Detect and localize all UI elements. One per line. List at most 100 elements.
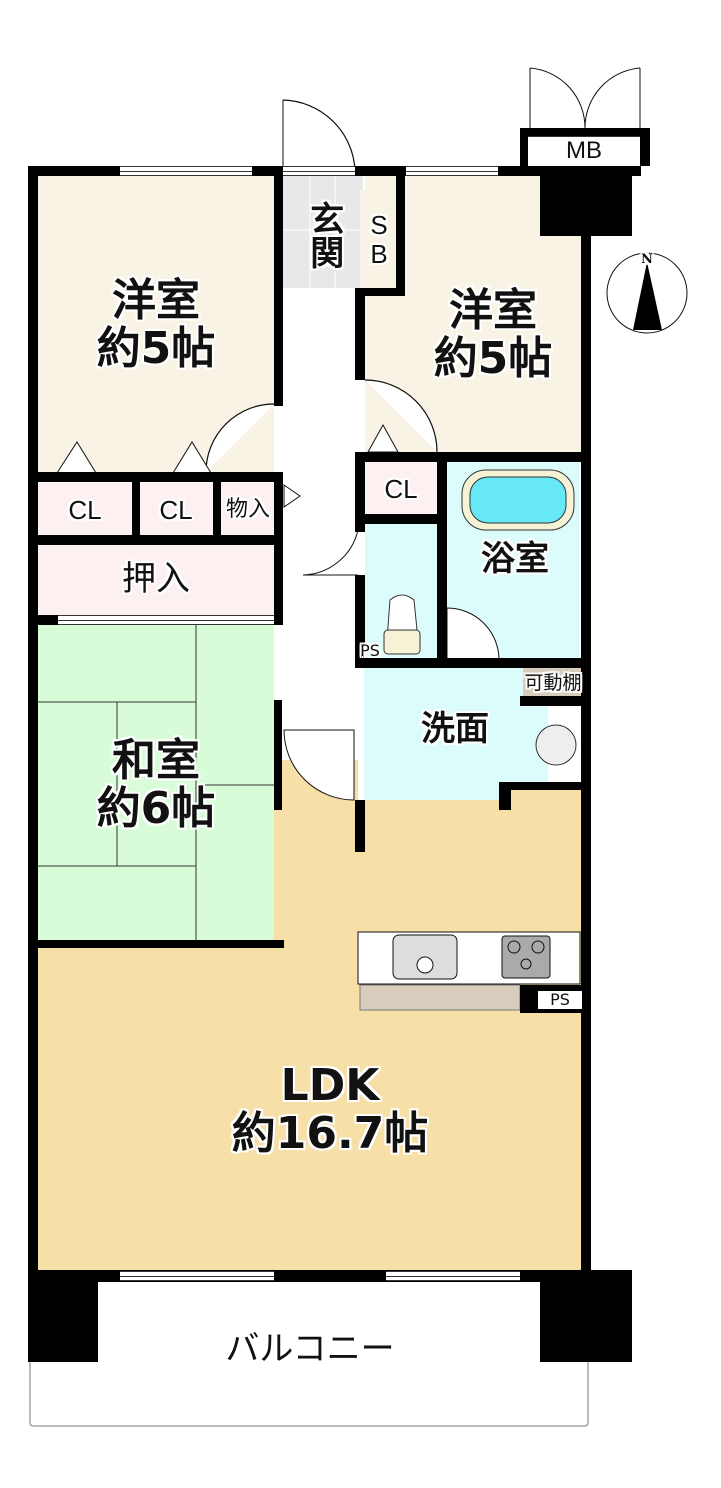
wall-closets-top [28,472,283,482]
shoe-box-b: B [370,239,388,269]
storage-room-floor [221,483,274,535]
mb-door-left-swing [529,67,586,129]
wall-ldk-entry [355,800,365,852]
door-frame-entrance [283,166,355,176]
wall-room1-right [274,166,283,406]
wall-shelf-bottom [520,696,591,706]
gas-stove [501,935,551,979]
compass-north-label: N [637,252,657,268]
mb-door-right-swing [584,67,641,129]
wall-closet-divider-2 [213,472,221,536]
entrance-label: 玄関 [293,190,353,280]
japanese-room-label: 和室 約6帖 [38,730,274,840]
outer-wall-top-right [355,166,641,176]
wall-japanese-right [274,700,282,810]
entrance-name: 玄関 [303,201,344,269]
western-room-2-label: 洋室 約5帖 [405,280,581,390]
balcony-pillar-left [28,1270,98,1362]
oshiire-floor [38,545,274,615]
window-ldk-left [120,1271,274,1281]
window-oshiire [58,615,274,625]
ldk-name: LDK [280,1059,380,1111]
washroom-floor [364,668,548,802]
wall-entrance-bottom [355,288,405,296]
wall-closets-bottom [28,535,283,545]
closet-1-floor [38,483,132,535]
ps-kitchen-label-bg [538,991,582,1009]
wall-entrance-right [396,176,405,296]
western-room-1-label: 洋室 約5帖 [38,270,274,380]
adjustable-shelf-text: 可動棚 [524,671,582,694]
pipe-space-1-label: PS [353,640,387,662]
washroom-name: 洗面 [421,709,489,750]
meter-box [528,136,640,166]
balcony-pillar-right [540,1270,632,1362]
wall-hall-right-mid [355,452,365,532]
bathroom-name: 浴室 [481,539,549,580]
storage-room-text: 物入 [225,496,270,522]
balcony-name: バルコニー [225,1329,395,1370]
closet-3-text: CL [384,473,418,504]
western-room-2-name: 洋室 [449,284,537,336]
wall-cl3-bottom [355,514,447,524]
outer-wall-right [581,166,591,1280]
toilet-door [302,529,359,576]
closet-2-floor [139,483,213,535]
window-room2 [406,166,498,176]
entrance-tiles [283,176,360,288]
closet-door-markers [56,423,399,508]
tatami-lines [38,625,274,945]
wall-japanese-bottom [28,940,284,948]
outer-wall-left [28,166,38,1280]
meter-box-text: MB [566,136,602,164]
wall-hall-right [355,288,365,380]
closet-1-text: CL [68,494,102,525]
oshiire-text: 押入 [122,559,190,600]
pipe-space-1-text: PS [360,641,380,661]
bathroom-label: 浴室 [455,535,575,585]
closet-2-label: CL [139,485,213,535]
wall-washroom-bottom-right [499,782,591,790]
bathtub-water [469,476,567,524]
kitchen-counter-shadow [359,984,521,1011]
ldk-floor-right [510,788,583,808]
western-room-1-size: 約5帖 [96,323,216,374]
western-room-1-door [205,403,275,473]
shoe-box-label: S B [362,200,396,280]
wash-basin [535,707,578,783]
window-room1 [120,166,252,176]
japanese-room-floor-overlay [38,800,274,945]
pipe-space-2-text: PS [550,990,570,1010]
wall-cl3-right [437,452,447,667]
ldk-size: 約16.7帖 [231,1108,429,1159]
storage-room-label: 物入 [217,485,279,535]
wall-hall-right-low [355,575,365,667]
wall-washroom-step [499,782,511,810]
western-room-1-name: 洋室 [112,274,200,326]
western-room-2-door [364,379,438,453]
balcony-label: バルコニー [160,1320,460,1380]
wall-room2-bottom [355,452,591,462]
oshiire-label: 押入 [38,550,274,610]
western-room-2-size: 約5帖 [433,333,553,384]
ldk-door [283,729,355,801]
japanese-room-size: 約6帖 [96,783,216,834]
shoe-box-s: S [370,210,388,241]
bathroom-door [446,607,500,661]
wall-closet-divider-1 [132,472,140,536]
washroom-label: 洗面 [400,705,510,755]
closet-1-label: CL [38,485,132,535]
closet-3-floor [365,462,437,514]
closet-3-label: CL [365,464,437,514]
toilet-fixture [383,594,421,655]
entrance-floor [283,176,363,288]
adjustable-shelf-floor [523,668,581,696]
ldk-label: LDK 約16.7帖 [180,1055,480,1165]
adjustable-shelf-label: 可動棚 [518,670,588,696]
wall-room1-right-lower [274,472,283,622]
window-ldk-right [386,1271,520,1281]
mb-pillar [540,166,632,236]
front-door-swing [282,99,356,171]
pipe-space-2-label: PS [538,990,582,1010]
hallway-floor [282,290,358,760]
